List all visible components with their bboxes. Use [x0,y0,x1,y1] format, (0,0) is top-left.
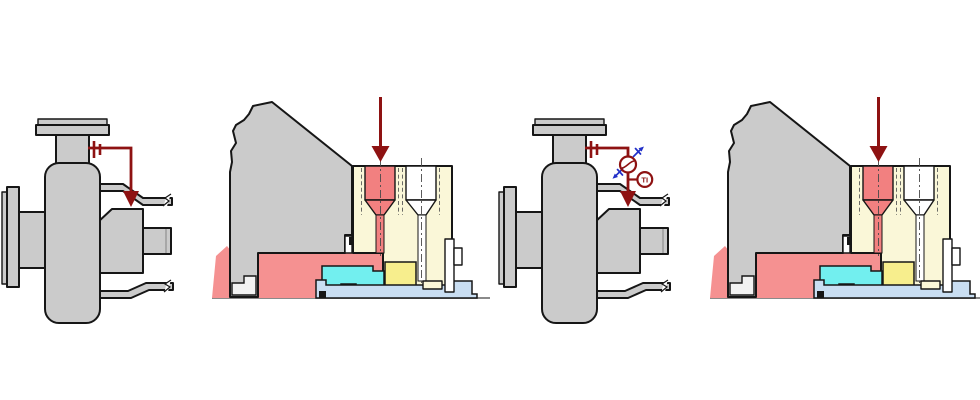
panel-seal-section-2 [708,95,980,300]
orifice-icon [589,139,599,160]
pump-side-view [0,117,175,325]
cooling-water-out-arrow [632,146,644,158]
temperature-indicator-icon [636,171,654,189]
flush-line-orifice-cooler: TI [585,139,654,207]
seal-cross-section [708,95,980,300]
flush-pipe-line [585,146,630,157]
panel-pump-orifice-flush [0,117,175,325]
flush-arrow-head [620,191,636,207]
cooler-icon [618,155,638,174]
flush-pipe-line [88,146,133,193]
pump-side-view [497,117,672,325]
cooling-water-in-arrow [612,168,624,179]
cooler-coil-icon [621,160,635,169]
orifice-icon [92,139,102,160]
temperature-indicator-label: TI [641,175,648,184]
flush-line-orifice [88,139,139,207]
panel-seal-section-1 [210,95,492,300]
seal-cross-section [210,95,492,300]
flush-arrow-head [123,191,139,207]
panel-pump-orifice-cooler-flush: TI [497,117,672,325]
